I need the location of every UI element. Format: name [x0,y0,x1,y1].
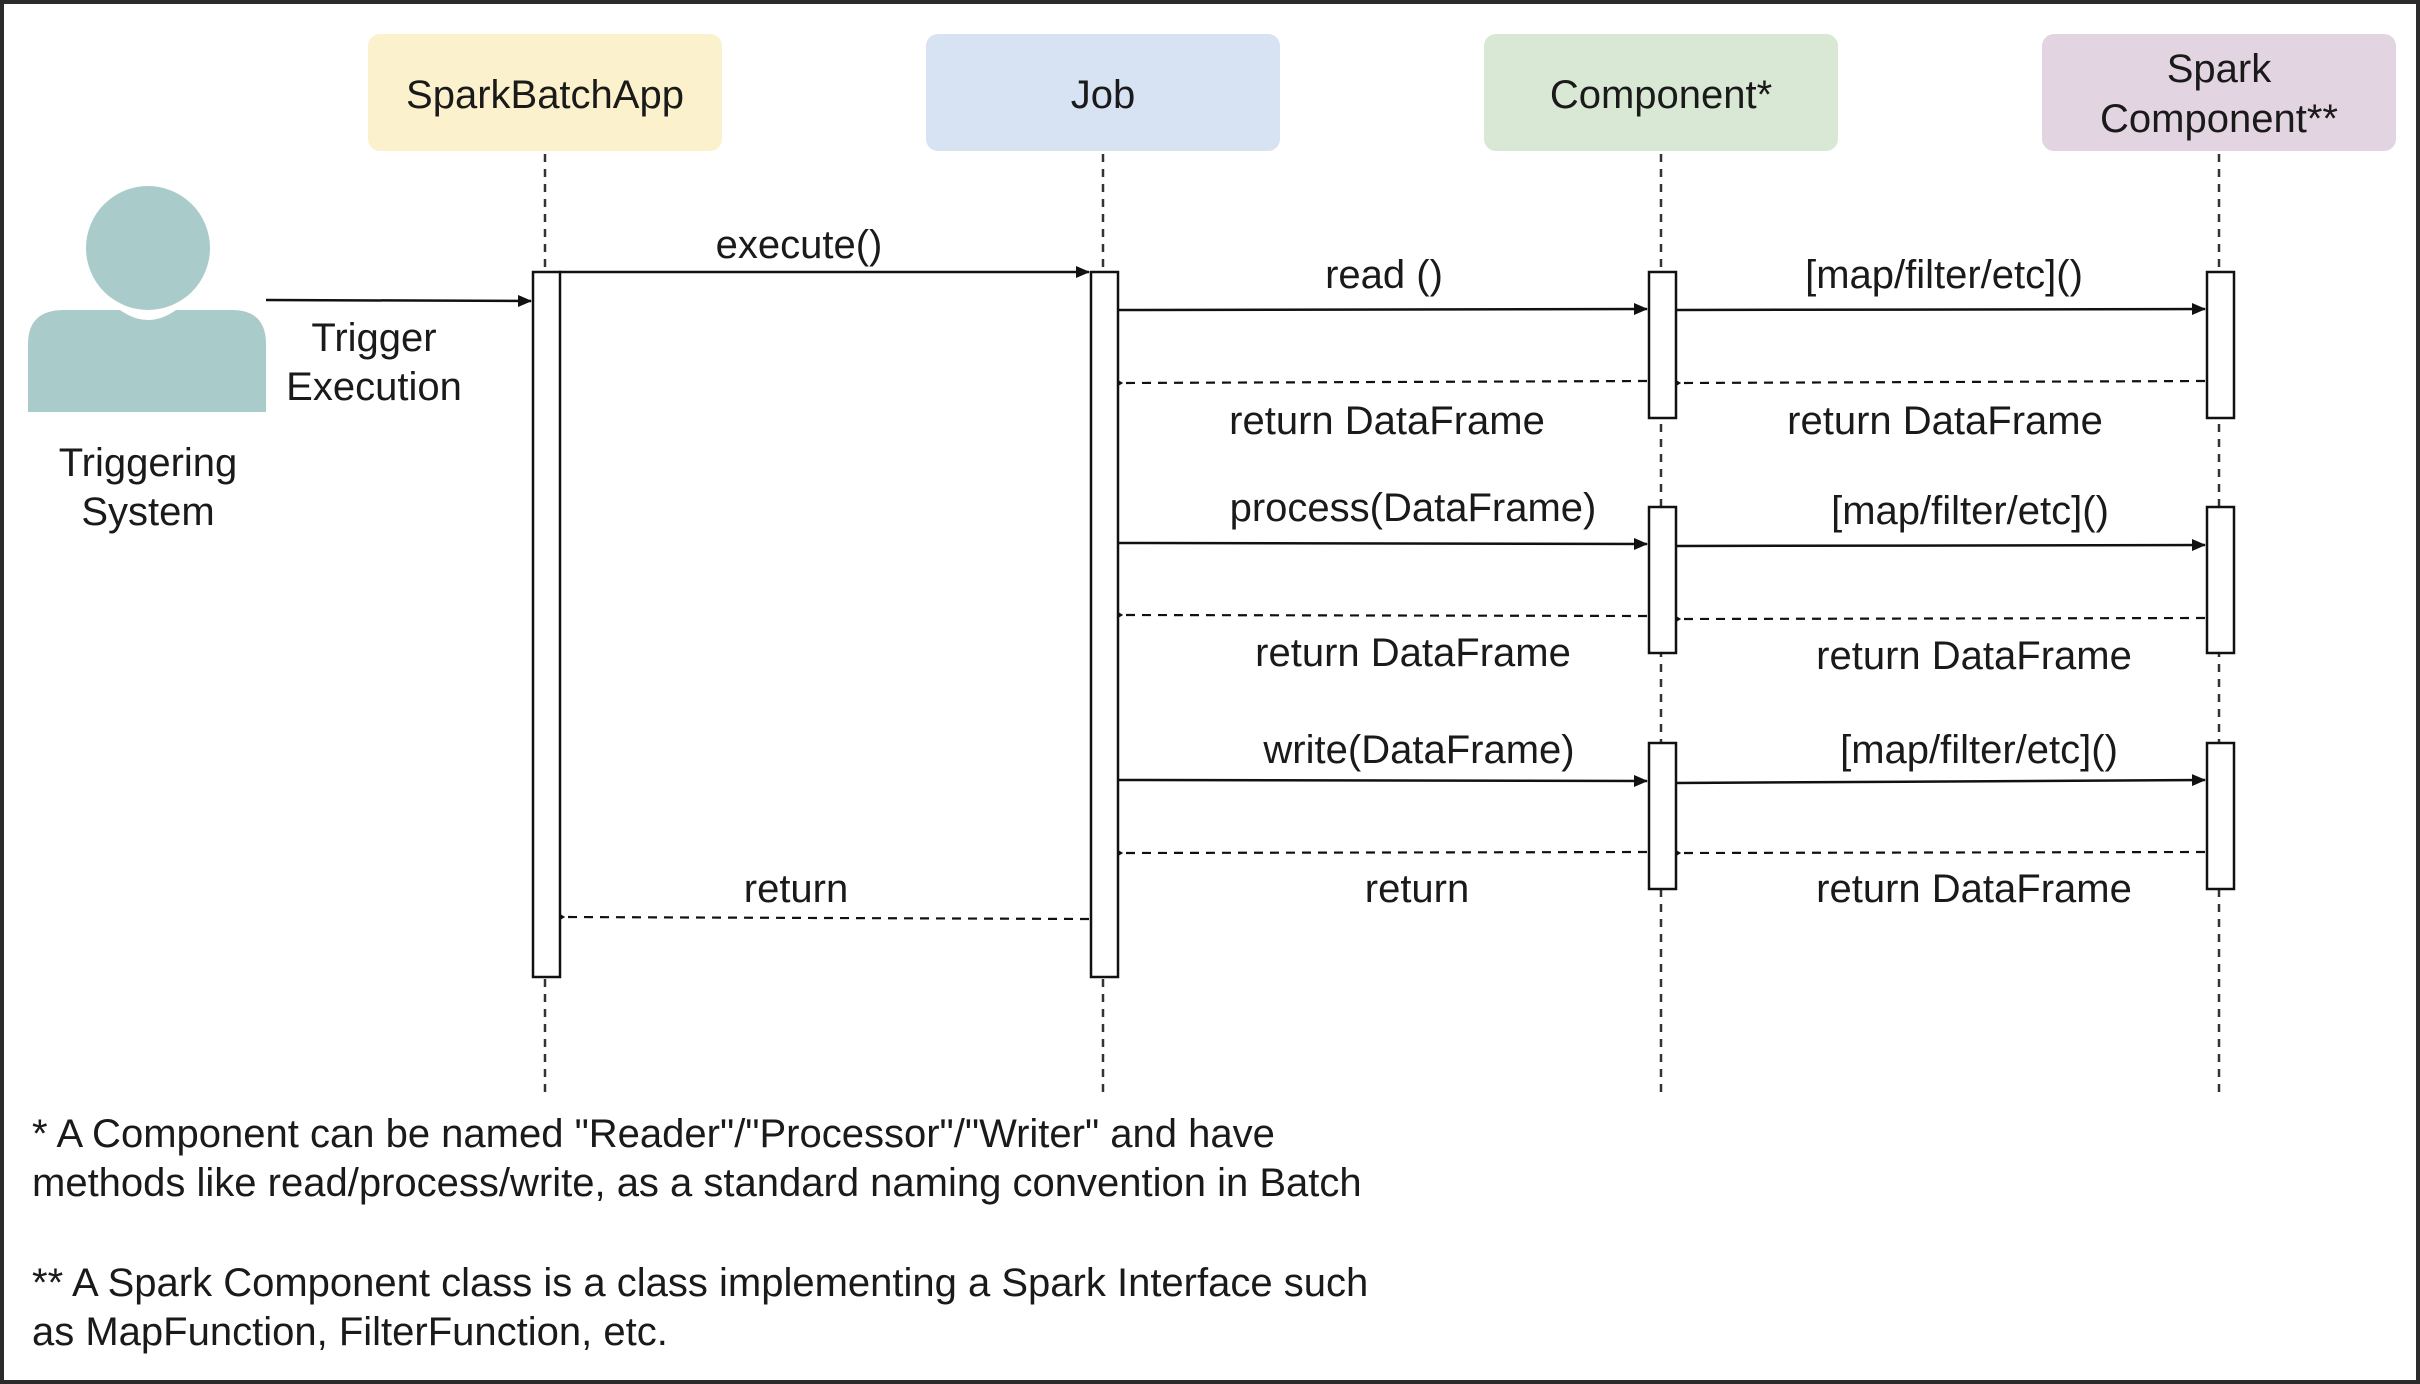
participant-app: SparkBatchApp [368,34,722,151]
trigger-label-line2: Execution [286,365,462,409]
participant-spark-component-label-line1: Spark [2167,47,2272,91]
return-spark-2 [1679,618,2206,619]
return-spark-3 [1679,852,2206,853]
return-spark-1-label: return DataFrame [1787,399,2103,443]
participant-spark-component: Spark Component** [2042,34,2396,151]
return-job-to-app-label: return [744,867,849,911]
participant-app-box [368,34,722,151]
person-icon-body [28,310,266,412]
trigger-arrow [265,294,532,307]
message-map-filter-2 [1674,539,2206,552]
return-write-to-job [1121,852,1648,853]
footnote-component-line1: * A Component can be named "Reader"/"Pro… [32,1112,1275,1156]
activation-component-read [1647,270,1678,420]
activation-component-write [1647,741,1678,891]
participant-app-label: SparkBatchApp [406,73,684,117]
footnote-spark-component-line2: as MapFunction, FilterFunction, etc. [32,1310,668,1354]
message-write [1116,774,1648,787]
message-read-label: read () [1325,253,1443,297]
footnote-component: * A Component can be named "Reader"/"Pro… [32,1110,1362,1208]
message-map-filter-3 [1674,774,2206,787]
return-job-to-app [563,917,1090,919]
return-write-to-job-label: return [1365,867,1470,911]
person-icon [28,186,266,412]
participant-component-box [1484,34,1838,151]
participant-job-label: Job [1071,73,1136,117]
participant-spark-component-box [2042,34,2396,151]
message-process [1116,537,1648,550]
message-process-label: process(DataFrame) [1230,486,1597,530]
activation-app [531,270,562,979]
message-execute-label: execute() [716,223,883,267]
return-spark-2-label: return DataFrame [1816,634,2132,678]
message-write-label: write(DataFrame) [1262,728,1574,772]
message-read [1116,303,1648,316]
activation-spark-process [2205,505,2236,655]
message-map-filter-3-label: [map/filter/etc]() [1840,728,2118,772]
actor-label-line1: Triggering [59,441,238,485]
activation-job [1089,270,1120,979]
participant-component-label: Component* [1550,73,1772,117]
return-spark-3-label: return DataFrame [1816,867,2132,911]
message-map-filter-1 [1674,303,2206,316]
return-process-to-job-label: return DataFrame [1255,631,1571,675]
person-icon-head [86,186,210,310]
footnote-spark-component-line1: ** A Spark Component class is a class im… [32,1261,1369,1305]
return-read-to-job [1121,381,1648,383]
return-process-to-job [1121,615,1648,616]
participant-job-box [926,34,1280,151]
footnote-component-line2: methods like read/process/write, as a st… [32,1161,1362,1205]
sequence-diagram: SparkBatchApp Job Component* Spark Compo… [28,34,2396,1094]
footnote-spark-component: ** A Spark Component class is a class im… [32,1259,1368,1357]
actor-label-line2: System [81,490,214,534]
activation-spark-read [2205,270,2236,420]
return-read-to-job-label: return DataFrame [1229,399,1545,443]
participant-spark-component-label-line2: Component** [2100,97,2338,141]
return-spark-1 [1679,381,2206,383]
trigger-label-line1: Trigger [311,316,436,360]
message-map-filter-2-label: [map/filter/etc]() [1831,489,2109,533]
participant-job: Job [926,34,1280,151]
participant-component: Component* [1484,34,1838,151]
activation-component-process [1647,505,1678,655]
message-map-filter-1-label: [map/filter/etc]() [1805,253,2083,297]
activation-spark-write [2205,741,2236,891]
